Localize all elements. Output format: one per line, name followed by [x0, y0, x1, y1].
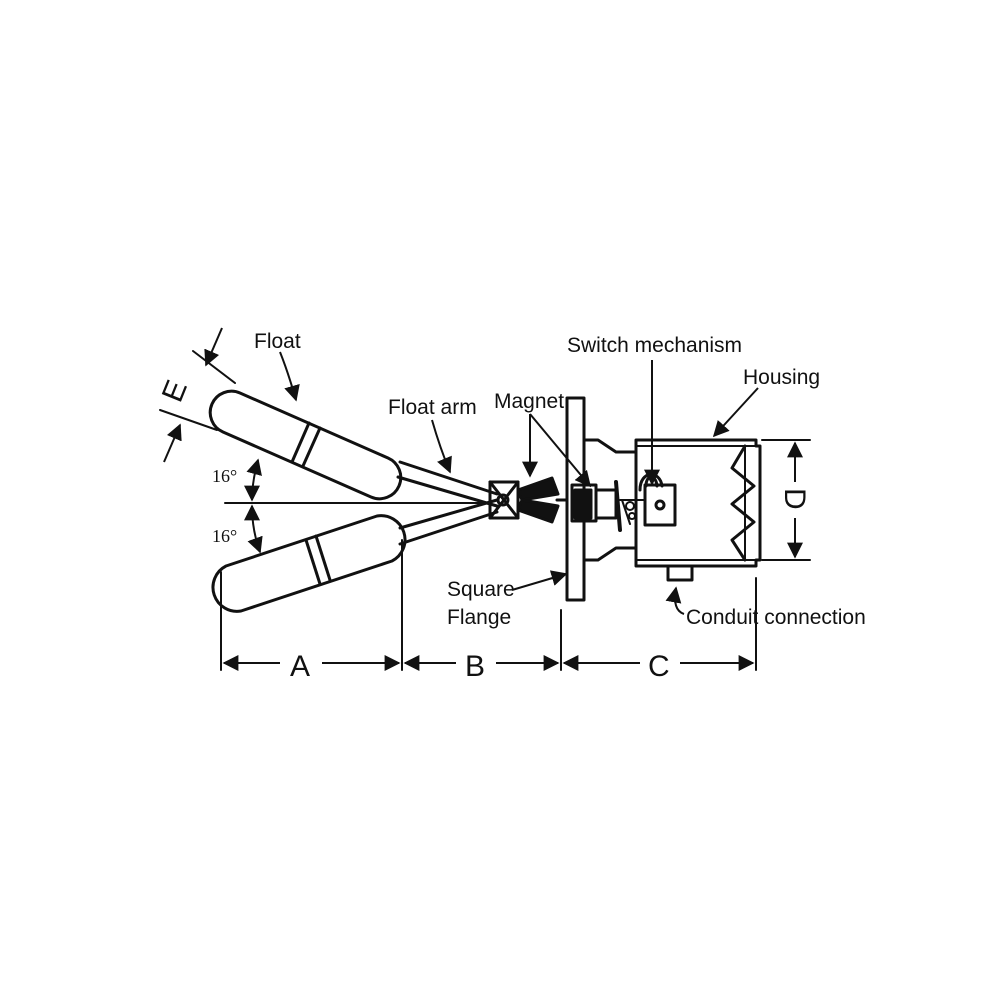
dimension-d-label: D [778, 488, 811, 510]
angle-label-upper: 16° [212, 466, 237, 486]
dimension-e-arrow [163, 423, 182, 463]
housing [634, 438, 762, 568]
label-conduit-connection: Conduit connection [686, 606, 866, 629]
label-switch-mechanism: Switch mechanism [567, 334, 742, 357]
lower-float [211, 514, 407, 613]
label-housing: Housing [743, 366, 820, 389]
upper-float [208, 389, 403, 501]
dimension-extension-lines [159, 350, 811, 671]
dimension-a-label: A [290, 650, 310, 683]
float-arm-leader [431, 419, 452, 474]
label-float: Float [254, 330, 301, 353]
magnet-holder [570, 480, 622, 532]
conduit-connection [666, 564, 694, 582]
float-leader [279, 351, 300, 402]
label-float-arm: Float arm [388, 396, 477, 419]
dimension-e-arrow [204, 327, 223, 367]
float-arm [396, 460, 520, 546]
conduit-connection-leader [665, 586, 685, 615]
angle-label-lower: 16° [212, 526, 237, 546]
angle-arc-lower [244, 504, 263, 554]
dimension-e-label: E [156, 376, 194, 407]
label-square-flange: Flange [447, 606, 511, 629]
housing-leader [712, 387, 759, 438]
magnet-leader [529, 413, 592, 488]
magnet [516, 476, 560, 524]
angle-arc-upper [244, 458, 262, 502]
dimension-b-label: B [465, 650, 485, 683]
switch-mechanism [619, 473, 677, 527]
label-magnet: Magnet [494, 390, 564, 413]
dimension-c-label: C [648, 650, 670, 683]
label-square-flange: Square [447, 578, 515, 601]
square-flange-leader [511, 570, 568, 591]
